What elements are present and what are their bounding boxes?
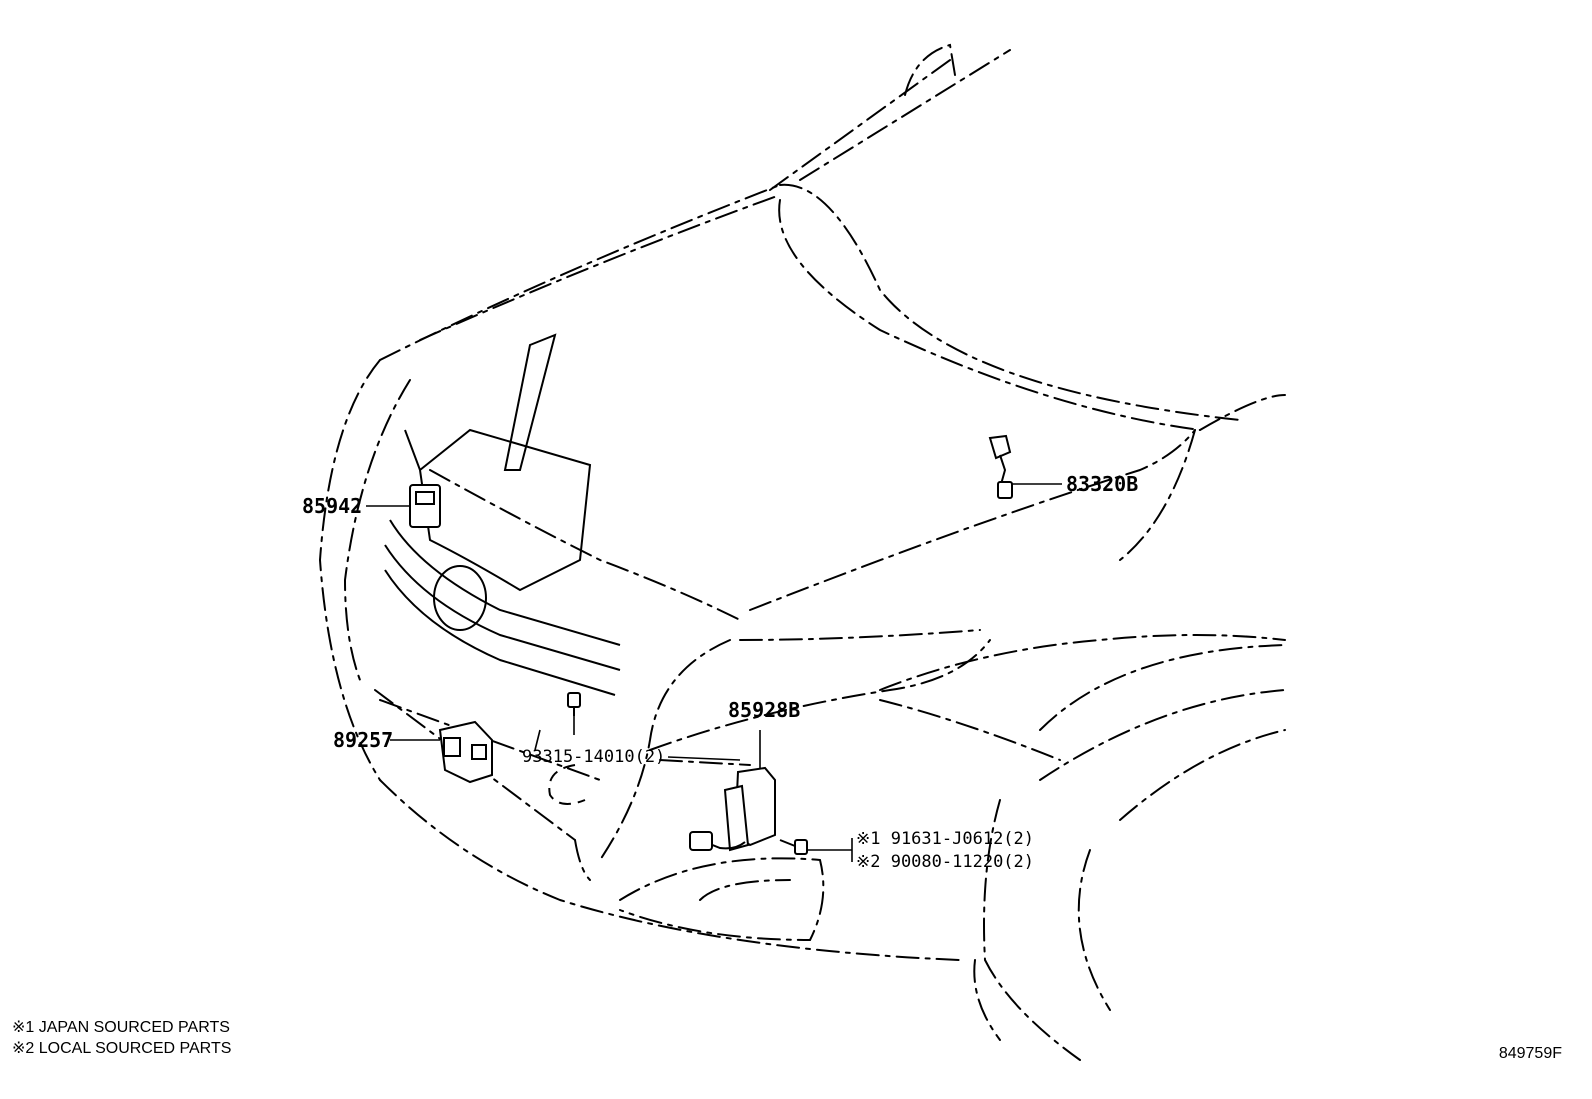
label-89257: 89257 xyxy=(333,728,393,752)
label-91631: ※1 91631-J0612(2) xyxy=(856,829,1034,849)
part-89257-control-unit: 89257 xyxy=(333,720,493,784)
label-83320b: 83320B xyxy=(1066,472,1138,496)
label-85942: 85942 xyxy=(302,494,362,518)
part-91631-90080-bolt: ※1 91631-J0612(2) ※2 90080-11220(2) xyxy=(779,829,1034,872)
label-85928b: 85928B xyxy=(728,698,800,722)
part-85942-module: 85942 xyxy=(302,484,441,528)
footnote-2: ※2 LOCAL SOURCED PARTS xyxy=(12,1040,232,1057)
footnote-1: ※1 JAPAN SOURCED PARTS xyxy=(12,1019,230,1036)
footnotes: ※1 JAPAN SOURCED PARTS ※2 LOCAL SOURCED … xyxy=(12,1017,231,1059)
car-body-outline xyxy=(318,43,1286,1061)
part-85928b-assembly: 85928B xyxy=(689,698,800,852)
diagram-id: 849759F xyxy=(1498,1045,1562,1062)
label-90080: ※2 90080-11220(2) xyxy=(856,852,1034,872)
part-93315-bolt: 93315-14010(2) xyxy=(522,692,741,767)
label-93315: 93315-14010(2) xyxy=(522,747,665,767)
part-83320b-sensor: 83320B xyxy=(988,434,1138,499)
